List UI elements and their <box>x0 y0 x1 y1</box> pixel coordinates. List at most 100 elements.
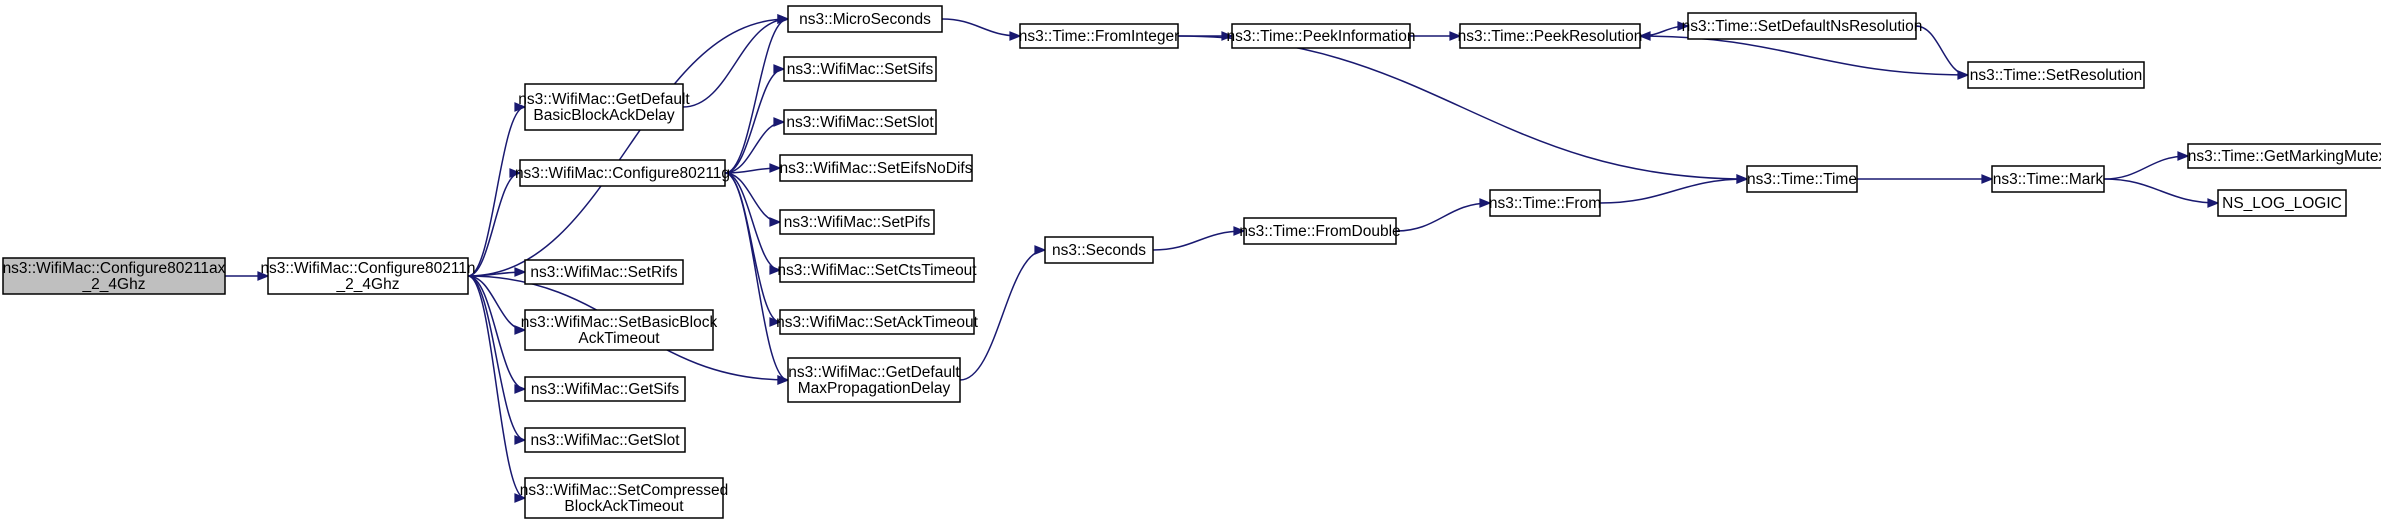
node-getMM[interactable]: ns3::Time::GetMarkingMutex <box>2187 143 2381 169</box>
edge-c11g-to-micro <box>724 14 790 174</box>
node-label: AckTimeout <box>578 330 660 347</box>
node-label: ns3::Time::PeekResolution <box>1458 28 1643 45</box>
edge-setDefNs-to-setRes <box>1915 25 1970 80</box>
node-setEifs[interactable]: ns3::WifiMac::SetEifsNoDifs <box>779 154 973 182</box>
node-setDefNs[interactable]: ns3::Time::SetDefaultNsResolution <box>1682 12 1923 40</box>
node-box <box>519 159 726 187</box>
node-setRes[interactable]: ns3::Time::SetResolution <box>1967 61 2145 89</box>
node-peekInfo[interactable]: ns3::Time::PeekInformation <box>1227 23 1416 49</box>
node-label: BasicBlockAckDelay <box>533 107 675 124</box>
node-fromDouble[interactable]: ns3::Time::FromDouble <box>1239 217 1401 245</box>
node-label: ns3::WifiMac::SetAckTimeout <box>776 314 979 331</box>
node-setCBAT[interactable]: ns3::WifiMac::SetCompressedBlockAckTimeo… <box>520 477 728 519</box>
edge-fromInt-to-time <box>1177 35 1749 184</box>
node-label: ns3::WifiMac::SetEifsNoDifs <box>780 160 973 177</box>
arrow-head-icon <box>1736 174 1749 184</box>
node-box <box>524 83 684 131</box>
edge-c11n-to-setBBAT <box>467 275 527 335</box>
node-fromInt[interactable]: ns3::Time::FromInteger <box>1019 23 1180 49</box>
node-box <box>779 209 935 235</box>
arrow-head-icon <box>773 64 786 74</box>
node-box <box>524 427 686 453</box>
arrow-head-icon <box>1677 21 1690 31</box>
node-setAck[interactable]: ns3::WifiMac::SetAckTimeout <box>776 309 979 335</box>
arrow-head-icon <box>514 325 527 335</box>
node-nslog[interactable]: NS_LOG_LOGIC <box>2217 189 2347 217</box>
node-label: ns3::Time::PeekInformation <box>1227 28 1416 45</box>
node-box <box>1459 23 1641 49</box>
node-getSlot[interactable]: ns3::WifiMac::GetSlot <box>524 427 686 453</box>
edge-c11g-to-getMPD <box>724 172 790 385</box>
node-seconds[interactable]: ns3::Seconds <box>1044 236 1154 264</box>
node-mark[interactable]: ns3::Time::Mark <box>1991 165 2105 193</box>
node-label: _2_4Ghz <box>82 276 146 293</box>
node-label: ns3::Time::FromDouble <box>1239 223 1400 240</box>
edge-c11n-to-micro <box>467 14 790 277</box>
edge-time-to-mark <box>1857 174 1994 184</box>
node-label: ns3::WifiMac::SetCtsTimeout <box>777 262 977 279</box>
edge-c11n-to-c11g <box>467 168 522 277</box>
node-setSlot[interactable]: ns3::WifiMac::SetSlot <box>783 109 937 135</box>
arrow-head-icon <box>769 317 782 327</box>
edge-getDefBA-to-micro <box>682 14 790 108</box>
edge-c11g-to-setEifs <box>724 163 782 174</box>
arrow-head-icon <box>777 375 790 385</box>
edge-c11g-to-setPifs <box>724 172 782 227</box>
edge-peekInfo-to-peekRes <box>1410 31 1462 41</box>
node-label: ns3::WifiMac::SetRifs <box>530 264 678 281</box>
node-box <box>1489 189 1601 217</box>
node-label: ns3::WifiMac::SetSifs <box>787 61 934 78</box>
node-box <box>524 309 714 351</box>
node-setPifs[interactable]: ns3::WifiMac::SetPifs <box>779 209 935 235</box>
edge-getMPD-to-seconds <box>959 245 1047 381</box>
node-label: _2_4Ghz <box>336 276 400 293</box>
node-label: ns3::Time::SetResolution <box>1970 67 2143 84</box>
node-label: ns3::Time::FromInteger <box>1019 28 1180 45</box>
node-getSifs[interactable]: ns3::WifiMac::GetSifs <box>524 376 686 402</box>
node-label: ns3::WifiMac::GetSifs <box>531 381 679 398</box>
arrow-head-icon <box>1034 245 1047 255</box>
node-setCts[interactable]: ns3::WifiMac::SetCtsTimeout <box>777 257 977 283</box>
node-box <box>1967 61 2145 89</box>
node-getMPD[interactable]: ns3::WifiMac::GetDefaultMaxPropagationDe… <box>787 357 961 403</box>
node-label: ns3::WifiMac::SetBasicBlock <box>521 314 718 331</box>
node-label: ns3::WifiMac::GetDefault <box>788 364 960 381</box>
edge-c11n-to-getDefBA <box>467 102 527 277</box>
node-setSifs[interactable]: ns3::WifiMac::SetSifs <box>783 56 937 82</box>
node-micro[interactable]: ns3::MicroSeconds <box>787 5 943 33</box>
edge-seconds-to-fromDouble <box>1152 226 1246 251</box>
node-peekRes[interactable]: ns3::Time::PeekResolution <box>1458 23 1643 49</box>
edge-c11n-to-setCBAT <box>467 275 527 503</box>
node-root[interactable]: ns3::WifiMac::Configure80211ax_2_4Ghz <box>2 257 226 295</box>
node-box <box>779 257 975 283</box>
edge-root-to-c11n <box>225 271 270 281</box>
arrow-head-icon <box>769 265 782 275</box>
node-label: ns3::Time::Time <box>1747 171 1857 188</box>
nodes-layer: ns3::WifiMac::Configure80211ax_2_4Ghzns3… <box>2 5 2381 519</box>
arrow-head-icon <box>514 493 527 503</box>
edge-fromDouble-to-from <box>1395 198 1492 232</box>
node-from[interactable]: ns3::Time::From <box>1489 189 1601 217</box>
edge-from-to-time <box>1599 174 1749 204</box>
node-box <box>1243 217 1397 245</box>
arrow-head-icon <box>769 217 782 227</box>
node-label: ns3::Time::GetMarkingMutex <box>2188 148 2381 165</box>
node-label: ns3::WifiMac::SetSlot <box>786 114 934 131</box>
node-box <box>783 109 937 135</box>
edge-c11n-to-getSifs <box>467 275 527 394</box>
node-c11n[interactable]: ns3::WifiMac::Configure80211n_2_4Ghz <box>260 257 476 295</box>
node-time[interactable]: ns3::Time::Time <box>1746 165 1858 193</box>
node-box <box>1746 165 1858 193</box>
node-box <box>524 376 686 402</box>
node-box <box>524 259 684 285</box>
edges-layer <box>225 14 2220 503</box>
node-box <box>1991 165 2105 193</box>
node-c11g[interactable]: ns3::WifiMac::Configure80211g <box>515 159 730 187</box>
node-setRifs[interactable]: ns3::WifiMac::SetRifs <box>524 259 684 285</box>
node-label: ns3::WifiMac::SetCompressed <box>520 482 728 499</box>
node-label: ns3::Time::SetDefaultNsResolution <box>1682 18 1923 35</box>
edge-mark-to-getMM <box>2103 151 2190 180</box>
node-getDefBA[interactable]: ns3::WifiMac::GetDefaultBasicBlockAckDel… <box>518 83 690 131</box>
